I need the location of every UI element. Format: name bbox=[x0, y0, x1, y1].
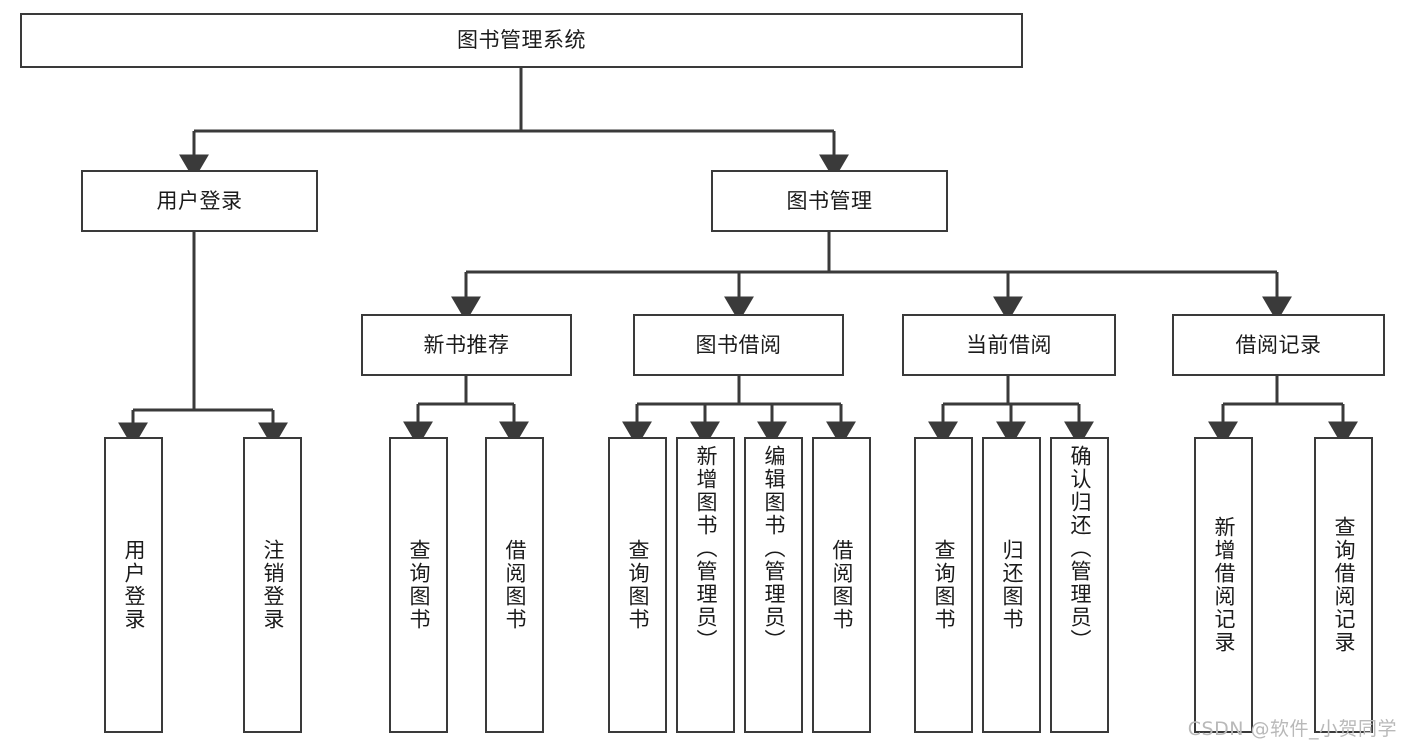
node-borrow-record-label: 借阅记录 bbox=[1235, 332, 1322, 357]
leaf-book-borrow-add-label: 新增图书（管理员） bbox=[693, 445, 718, 652]
leaf-current-borrow-query-label: 查询图书 bbox=[931, 539, 956, 631]
leaf-book-borrow-borrow-label: 借阅图书 bbox=[829, 539, 854, 631]
node-user-login[interactable]: 用户登录 bbox=[81, 170, 318, 232]
leaf-current-borrow-return-label: 归还图书 bbox=[999, 539, 1024, 631]
leaf-new-book-borrow[interactable]: 借阅图书 bbox=[485, 437, 544, 733]
leaf-new-book-borrow-label: 借阅图书 bbox=[502, 539, 527, 631]
leaf-borrow-record-add-label: 新增借阅记录 bbox=[1211, 516, 1236, 654]
node-root-label: 图书管理系统 bbox=[457, 28, 586, 52]
node-current-borrow[interactable]: 当前借阅 bbox=[902, 314, 1116, 376]
leaf-book-borrow-edit-label: 编辑图书（管理员） bbox=[761, 445, 786, 652]
node-book-borrow[interactable]: 图书借阅 bbox=[633, 314, 844, 376]
leaf-new-book-query[interactable]: 查询图书 bbox=[389, 437, 448, 733]
leaf-borrow-record-query[interactable]: 查询借阅记录 bbox=[1314, 437, 1373, 733]
node-borrow-record[interactable]: 借阅记录 bbox=[1172, 314, 1385, 376]
leaf-book-borrow-borrow[interactable]: 借阅图书 bbox=[812, 437, 871, 733]
leaf-current-borrow-return[interactable]: 归还图书 bbox=[982, 437, 1041, 733]
leaf-user-login-logout[interactable]: 注销登录 bbox=[243, 437, 302, 733]
node-current-borrow-label: 当前借阅 bbox=[966, 332, 1052, 357]
leaf-current-borrow-query[interactable]: 查询图书 bbox=[914, 437, 973, 733]
leaf-book-borrow-query-label: 查询图书 bbox=[625, 539, 650, 631]
leaf-book-borrow-add[interactable]: 新增图书（管理员） bbox=[676, 437, 735, 733]
node-book-borrow-label: 图书借阅 bbox=[695, 332, 782, 357]
node-new-book-recommend[interactable]: 新书推荐 bbox=[361, 314, 572, 376]
node-book-management[interactable]: 图书管理 bbox=[711, 170, 948, 232]
node-user-login-label: 用户登录 bbox=[156, 188, 243, 213]
leaf-current-borrow-confirm-label: 确认归还（管理员） bbox=[1067, 445, 1092, 652]
leaf-new-book-query-label: 查询图书 bbox=[406, 539, 431, 631]
node-root[interactable]: 图书管理系统 bbox=[20, 13, 1023, 68]
leaf-borrow-record-query-label: 查询借阅记录 bbox=[1331, 516, 1356, 654]
node-book-management-label: 图书管理 bbox=[786, 188, 873, 213]
leaf-user-login-login-label: 用户登录 bbox=[121, 539, 146, 631]
node-new-book-recommend-label: 新书推荐 bbox=[423, 332, 510, 357]
leaf-user-login-login[interactable]: 用户登录 bbox=[104, 437, 163, 733]
leaf-borrow-record-add[interactable]: 新增借阅记录 bbox=[1194, 437, 1253, 733]
leaf-book-borrow-query[interactable]: 查询图书 bbox=[608, 437, 667, 733]
leaf-current-borrow-confirm[interactable]: 确认归还（管理员） bbox=[1050, 437, 1109, 733]
csdn-watermark: CSDN @软件_小贺同学 bbox=[1187, 718, 1397, 740]
leaf-book-borrow-edit[interactable]: 编辑图书（管理员） bbox=[744, 437, 803, 733]
leaf-user-login-logout-label: 注销登录 bbox=[260, 539, 285, 631]
